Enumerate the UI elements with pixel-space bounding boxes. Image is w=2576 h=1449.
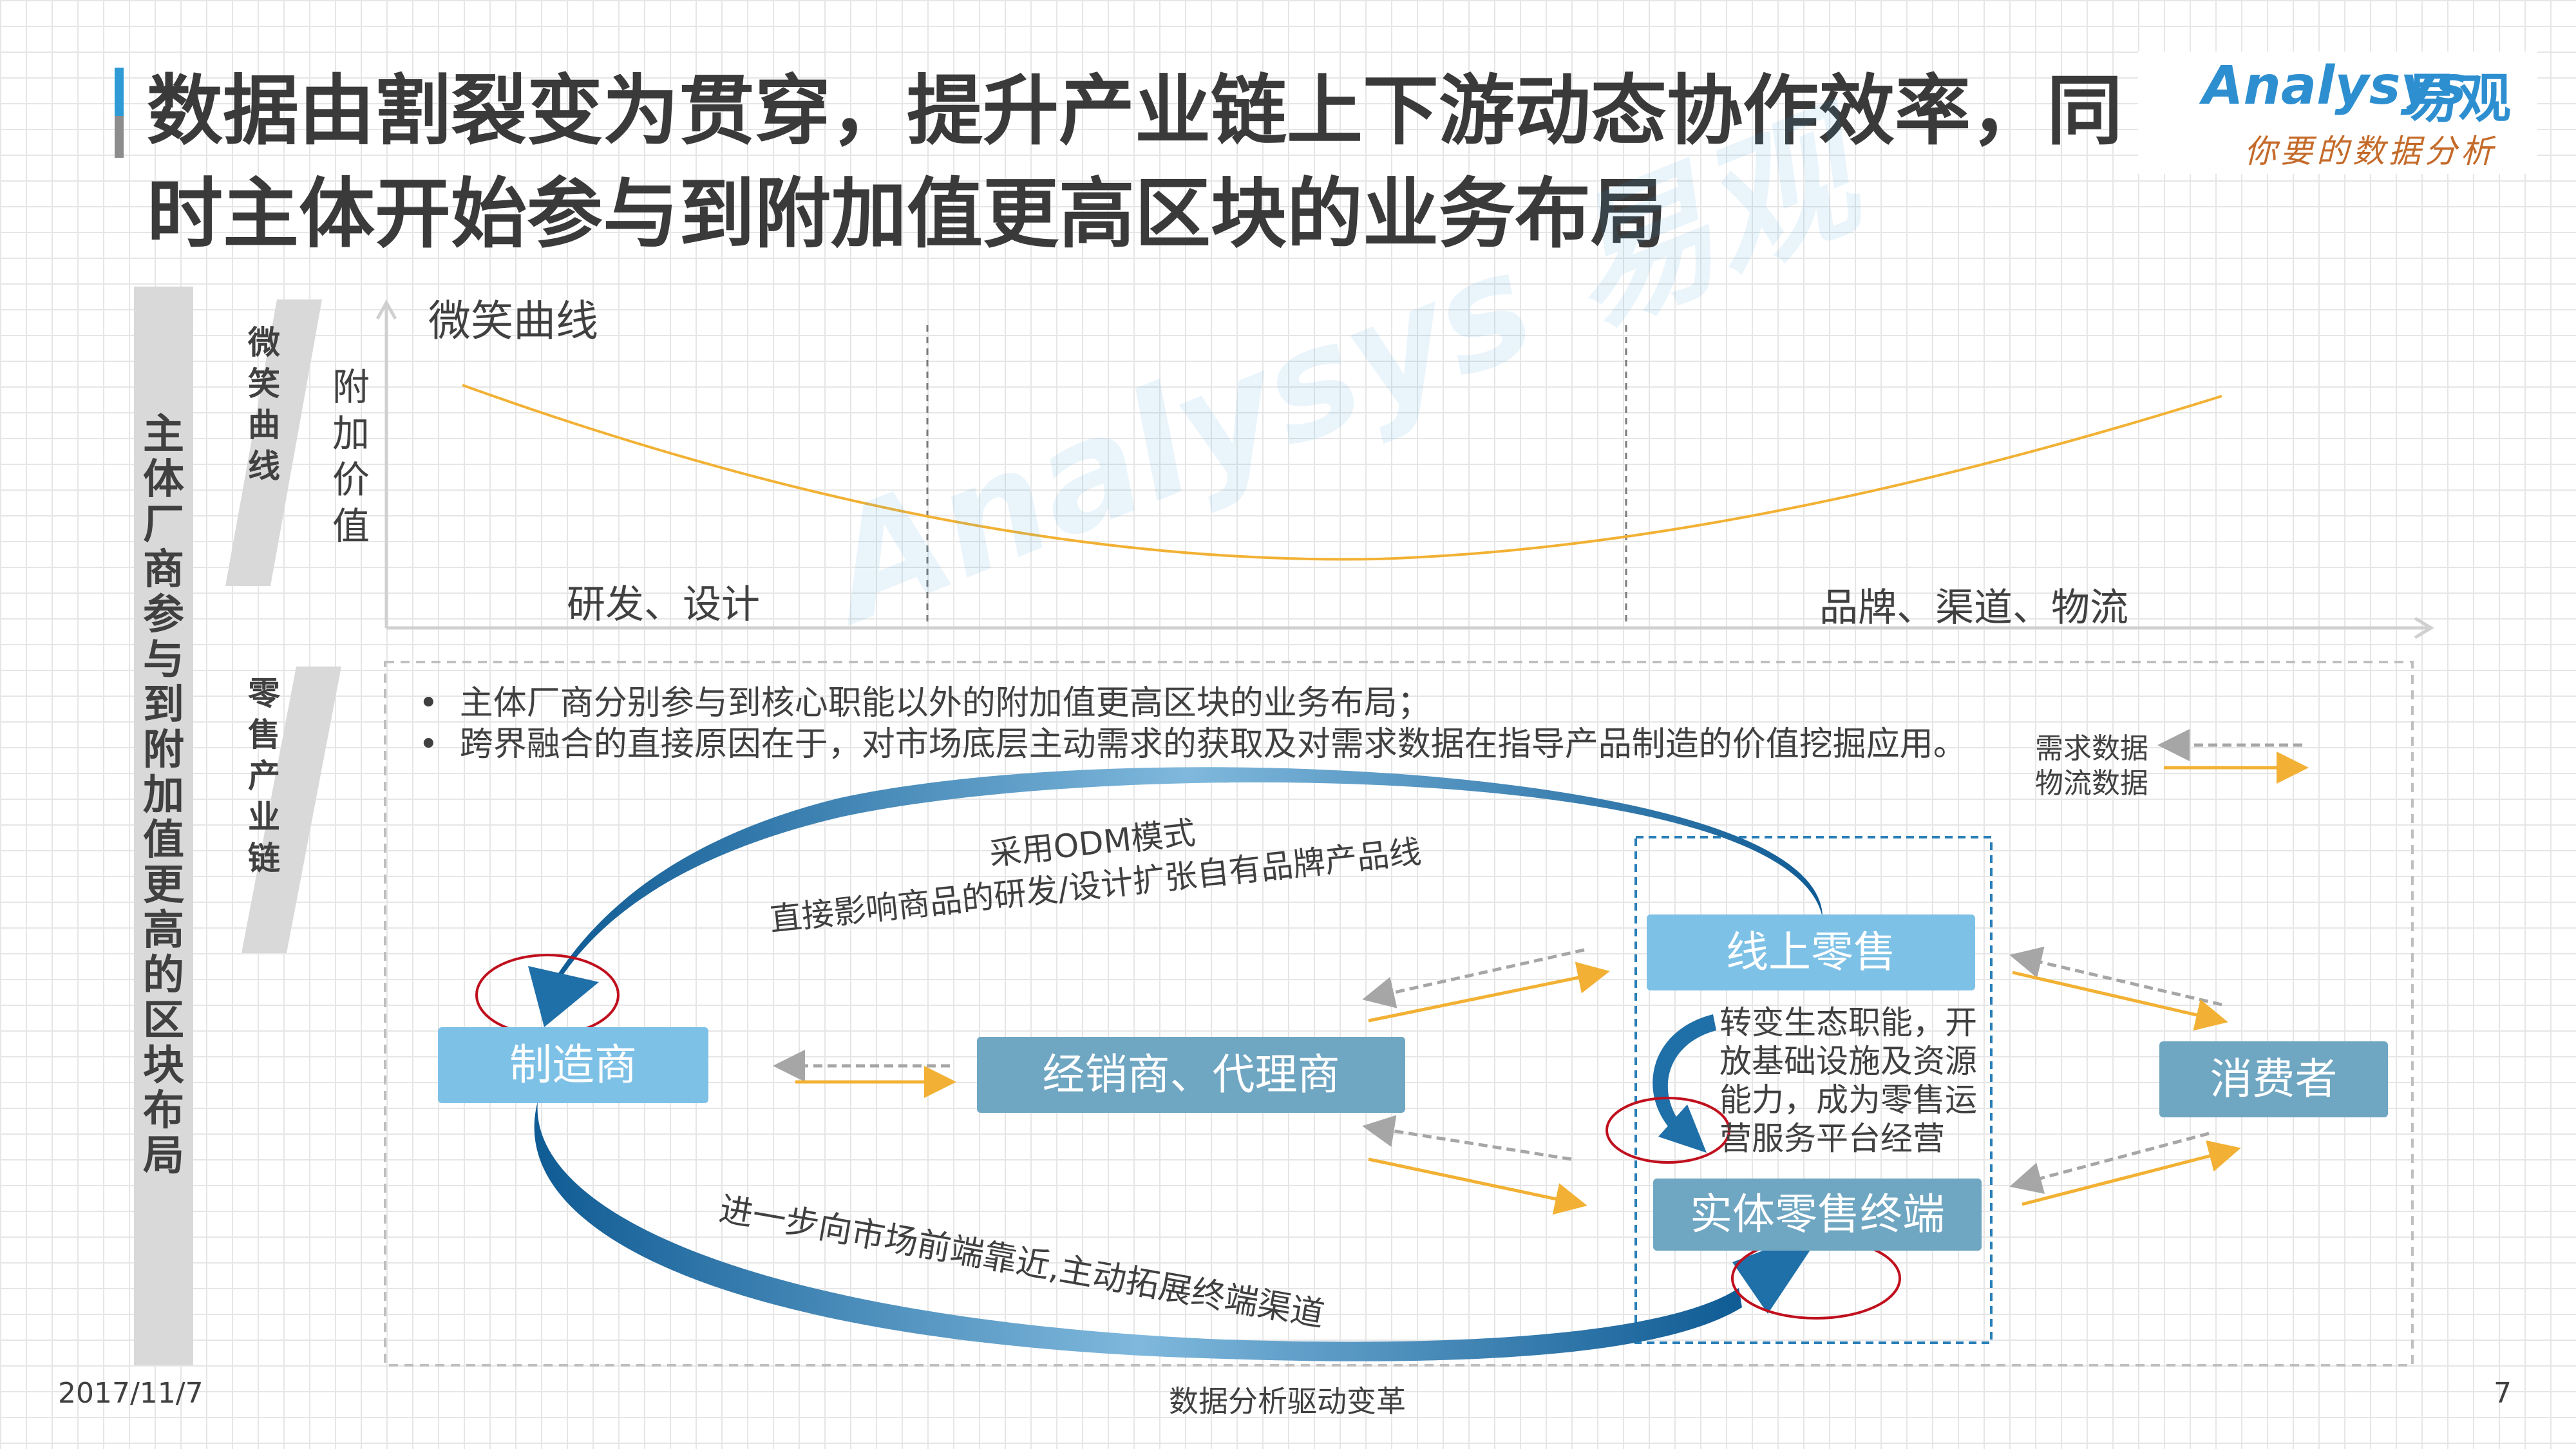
chain-frame (384, 661, 2414, 1367)
node-physical-store: 实体零售终端 (1653, 1179, 1982, 1251)
node-consumer: 消费者 (2159, 1041, 2388, 1117)
logo-brand: Analysys (2202, 55, 2467, 117)
flow-logistics-store-consumer (2022, 1140, 2241, 1206)
footer-date: 2017/11/7 (58, 1377, 204, 1410)
side-column (134, 287, 193, 1365)
curve-title: 微笑曲线 (428, 296, 598, 346)
footer-slogan: 数据分析驱动变革 (1169, 1384, 1406, 1419)
smile-curve-label: 微笑曲线 (248, 324, 280, 485)
flow-demand-store-dist (1362, 1115, 1572, 1161)
transform-curved-arrow (1653, 1014, 1716, 1133)
highlight-circle-transform (1605, 1097, 1730, 1164)
flow-demand-online-dist (1362, 948, 1585, 1009)
flow-logistics-dist-online (1368, 961, 1610, 1023)
flow-logistics-dist-store (1368, 1157, 1587, 1215)
node-online-retail: 线上零售 (1647, 914, 1975, 990)
flow-demand-consumer-online (2009, 946, 2222, 1007)
page-number: 7 (2494, 1377, 2512, 1410)
right-stage-label: 品牌、渠道、物流 (1819, 585, 2128, 630)
page-title: 数据由割裂变为贯穿，提升产业链上下游动态协作效率，同时主体开始参与到附加值更高区… (147, 66, 2123, 258)
flow-logistics-online-consumer (2012, 971, 2228, 1031)
title-accent-bar-grey (115, 116, 124, 158)
node-distributor: 经销商、代理商 (977, 1037, 1405, 1113)
logo-brand-cn: 易观 (2405, 68, 2512, 129)
bullet-list: • 主体厂商分别参与到核心职能以外的附加值更高区块的业务布局； • 跨界融合的直… (419, 683, 1967, 765)
retail-frame (1634, 836, 1993, 1344)
legend-logistics: 物流数据 (2035, 767, 2148, 800)
smile-curve (462, 384, 2222, 561)
node-manufacturer: 制造商 (438, 1027, 708, 1103)
logo (2138, 52, 2537, 174)
left-stage-label: 研发、设计 (567, 582, 760, 627)
bullet-item: • 主体厂商分别参与到核心职能以外的附加值更高区块的业务布局； (419, 684, 1431, 723)
logo-slogan: 你要的数据分析 (2244, 133, 2497, 170)
bullet-text: 主体厂商分别参与到核心职能以外的附加值更高区块的业务布局； (459, 684, 1431, 723)
y-axis-label: 附加价值 (332, 365, 370, 548)
transform-annotation: 转变生态职能，开放基础设施及资源能力，成为零售运营服务平台经营 (1719, 1004, 1977, 1157)
chain-chevron (242, 667, 341, 953)
smile-chevron (225, 299, 322, 586)
bullet-item: • 跨界融合的直接原因在于，对市场底层主动需求的获取及对需求数据在指导产品制造的… (419, 725, 1967, 764)
odm-arrow-head (528, 966, 599, 1027)
retail-chain-label: 零售产业链 (248, 675, 280, 877)
y-axis-arrow (375, 299, 397, 320)
transform-arrow-head (1658, 1104, 1707, 1153)
x-axis-arrow (2414, 616, 2434, 639)
bullet-text: 跨界融合的直接原因在于，对市场底层主动需求的获取及对需求数据在指导产品制造的价值… (459, 725, 1967, 764)
flow-demand-consumer-store (2009, 1132, 2210, 1194)
forward-curved-arrow (534, 1101, 1742, 1361)
legend-demand: 需求数据 (2035, 732, 2148, 765)
side-main-label: 主体厂商参与到附加值更高的区块布局 (143, 411, 184, 1180)
